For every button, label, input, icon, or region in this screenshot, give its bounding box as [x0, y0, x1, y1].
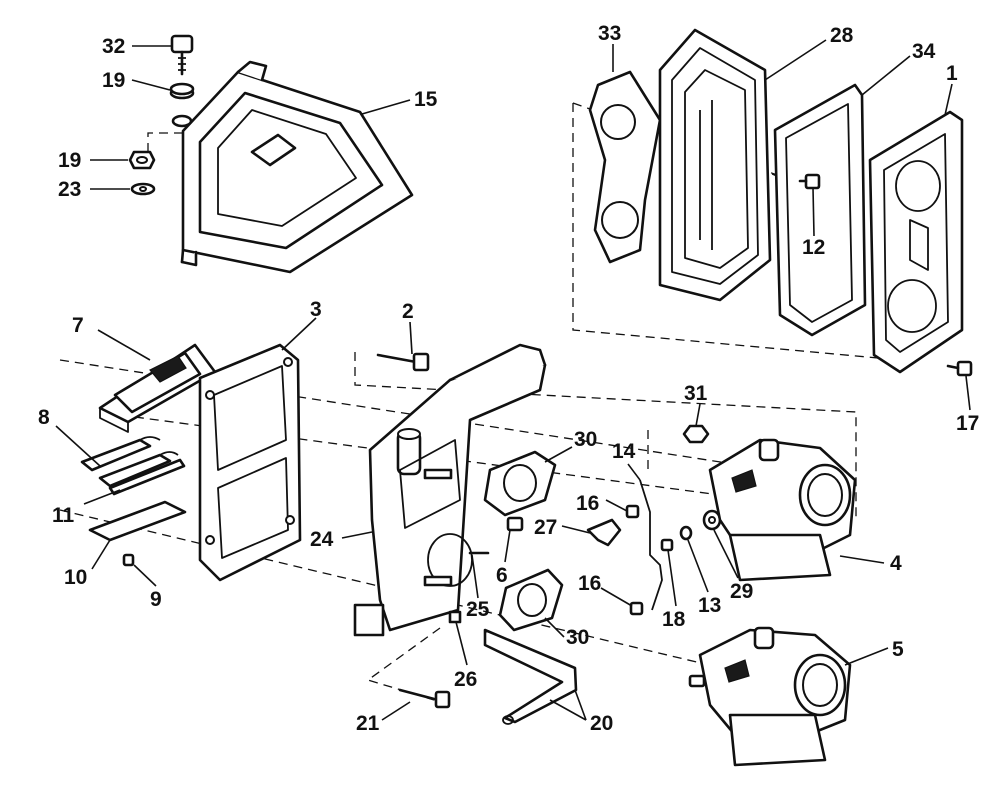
part-19-washer-upper: [169, 82, 195, 128]
callout-18: 18: [662, 608, 686, 631]
part-24-intake-manifold: [353, 343, 547, 637]
part-33-gasket: [588, 70, 662, 264]
part-30-gasket-upper: [483, 450, 557, 517]
callout-8: 8: [38, 406, 50, 429]
part-10-reed-plate: [88, 500, 187, 542]
part-15-silencer-cover: [180, 60, 414, 274]
part-19-grommet-lower: [128, 150, 156, 170]
part-1-silencer-cover: [868, 110, 964, 374]
callout-2: 2: [402, 300, 414, 323]
part-12-screw: [798, 173, 821, 190]
callout-12: 12: [802, 236, 825, 259]
callout-26: 26: [454, 668, 477, 691]
callout-32: 32: [102, 35, 125, 58]
part-31-nut: [682, 424, 710, 444]
part-26-fitting: [448, 610, 462, 624]
callout-7: 7: [72, 314, 84, 337]
part-23-washer: [130, 182, 156, 196]
part-18-screw: [660, 538, 674, 552]
callout-4: 4: [890, 552, 902, 575]
part-8-reed-petals: [80, 436, 179, 488]
callout-6: 6: [496, 564, 508, 587]
part-2-bolt: [376, 352, 430, 372]
callout-23: 23: [58, 178, 81, 201]
callout-11: 11: [52, 504, 75, 527]
callout-30-lower: 30: [566, 626, 589, 649]
part-9-screw: [122, 553, 135, 567]
callout-1: 1: [946, 62, 958, 85]
callout-14: 14: [612, 440, 636, 463]
part-14-link-rod: [639, 479, 663, 611]
part-4-carburetor-upper: [708, 438, 857, 582]
callout-19-lower: 19: [58, 149, 81, 172]
part-27-clip: [586, 518, 622, 547]
part-17-screw: [946, 360, 973, 377]
part-3-gasket: [198, 343, 302, 582]
callout-15: 15: [414, 88, 438, 111]
part-28-silencer-base: [658, 28, 772, 302]
callout-20: 20: [590, 712, 613, 735]
callout-16-lower: 16: [578, 572, 601, 595]
callout-27: 27: [534, 516, 557, 539]
callout-24: 24: [310, 528, 334, 551]
part-21-bolt: [398, 688, 451, 709]
callout-17: 17: [956, 412, 979, 435]
callout-21: 21: [356, 712, 380, 735]
callout-labels: 32 19 19 23 15 33 28 34 1 12 17 7 3 2 8 …: [38, 22, 979, 735]
part-32-bolt: [170, 34, 194, 76]
callout-16-upper: 16: [576, 492, 599, 515]
callout-10: 10: [64, 566, 87, 589]
part-6-screw: [506, 516, 524, 532]
callout-34: 34: [912, 40, 936, 63]
part-30-gasket-lower: [498, 568, 564, 632]
part-13-washer: [679, 525, 693, 541]
callout-31: 31: [684, 382, 708, 405]
part-5-carburetor-lower: [688, 626, 852, 767]
callout-33: 33: [598, 22, 621, 45]
part-16-fitting-lower: [629, 601, 644, 616]
callout-29: 29: [730, 580, 753, 603]
part-7-leaf-valve: [98, 343, 217, 433]
callout-30-upper: 30: [574, 428, 597, 451]
part-34-gasket: [773, 83, 867, 337]
callout-25: 25: [466, 598, 490, 621]
callout-28: 28: [830, 24, 854, 47]
callout-5: 5: [892, 638, 904, 661]
part-16-fitting-upper: [625, 504, 640, 519]
callout-13: 13: [698, 594, 721, 617]
part-20-hose: [483, 628, 578, 725]
leader-lines: [55, 39, 971, 721]
callout-9: 9: [150, 588, 162, 611]
callout-3: 3: [310, 298, 322, 321]
callout-19-upper: 19: [102, 69, 125, 92]
